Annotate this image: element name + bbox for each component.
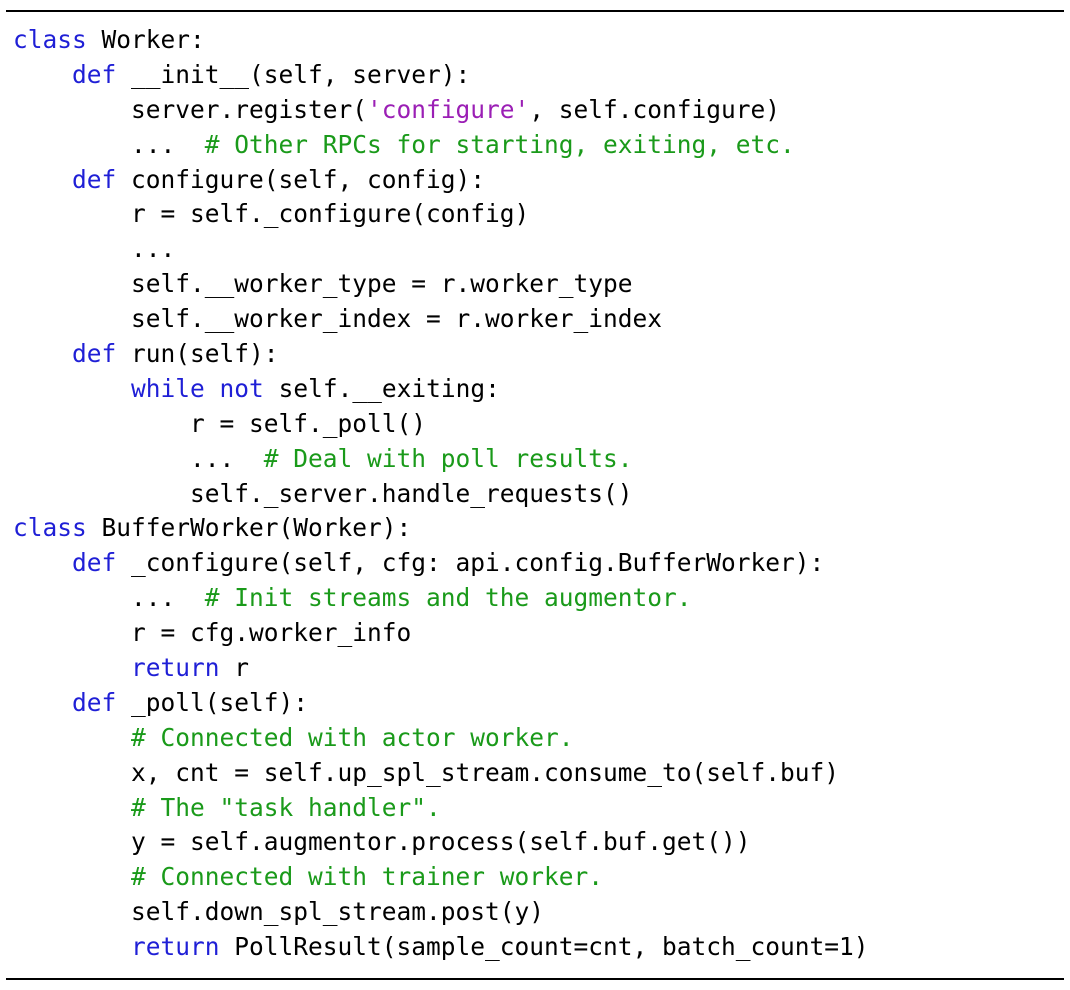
code-line: self._server.handle_requests(): [13, 477, 1063, 512]
code-text: , self.configure): [529, 94, 781, 124]
code-text: r = self._poll(): [13, 408, 427, 438]
code-text: [13, 862, 131, 891]
code-line: x, cnt = self.up_spl_stream.consume_to(s…: [13, 756, 1063, 791]
code-line: server.register('configure', self.config…: [13, 93, 1063, 128]
code-text: self.__exiting:: [263, 373, 500, 403]
code-line: ...: [13, 232, 1063, 267]
code-line: def _configure(self, cfg: api.config.Buf…: [13, 546, 1063, 581]
keyword-token: while: [131, 373, 205, 403]
code-line: return PollResult(sample_count=cnt, batc…: [13, 930, 1063, 965]
keyword-token: class: [13, 25, 87, 54]
code-line: # The "task handler".: [13, 791, 1063, 826]
code-text: self._server.handle_requests(): [13, 478, 633, 508]
code-text: Worker:: [86, 25, 205, 54]
code-line: ... # Deal with poll results.: [13, 442, 1063, 477]
code-text: [13, 165, 72, 194]
keyword-token: def: [72, 687, 117, 717]
comment-token: # Connected with trainer worker.: [131, 862, 604, 892]
code-text: [13, 374, 131, 403]
code-line: r = self._poll(): [13, 407, 1063, 442]
code-text: x, cnt = self.up_spl_stream.consume_to(s…: [13, 757, 840, 787]
code-text: [13, 688, 72, 717]
keyword-token: class: [13, 513, 87, 543]
keyword-token: def: [72, 59, 117, 89]
bottom-rule: [6, 978, 1064, 980]
code-text: _configure(self, cfg: api.config.BufferW…: [116, 548, 825, 578]
string-token: 'configure': [367, 94, 530, 124]
code-text: configure(self, config):: [116, 164, 486, 194]
keyword-token: not: [219, 373, 264, 403]
code-text: r: [219, 653, 250, 683]
comment-token: # Deal with poll results.: [263, 443, 633, 473]
comment-token: # Init streams and the augmentor.: [204, 583, 692, 613]
code-line: def run(self):: [13, 337, 1063, 372]
code-text: y = self.augmentor.process(self.buf.get(…: [13, 827, 751, 857]
code-line: # Connected with actor worker.: [13, 721, 1063, 756]
code-line: def configure(self, config):: [13, 163, 1063, 198]
code-text: [13, 793, 131, 822]
keyword-token: return: [131, 932, 220, 962]
code-text: ...: [13, 129, 205, 159]
code-text: self.down_spl_stream.post(y): [13, 897, 545, 927]
code-line: class Worker:: [13, 23, 1063, 58]
code-text: __init__(self, server):: [116, 59, 471, 89]
code-line: def _poll(self):: [13, 686, 1063, 721]
code-text: self.__worker_index = r.worker_index: [13, 304, 663, 334]
code-line: r = cfg.worker_info: [13, 616, 1063, 651]
comment-token: # The "task handler".: [131, 792, 441, 822]
code-line: def __init__(self, server):: [13, 58, 1063, 93]
keyword-token: def: [72, 548, 117, 578]
keyword-token: return: [131, 653, 220, 683]
code-text: r = self._configure(config): [13, 199, 530, 229]
code-text: [13, 339, 72, 368]
code-text: self.__worker_type = r.worker_type: [13, 269, 633, 299]
code-text: ...: [13, 443, 264, 473]
keyword-token: def: [72, 339, 117, 369]
comment-token: # Other RPCs for starting, exiting, etc.: [204, 129, 795, 159]
code-block: class Worker: def __init__(self, server)…: [13, 23, 1063, 965]
code-text: [13, 723, 131, 752]
code-text: [13, 932, 131, 961]
code-line: ... # Other RPCs for starting, exiting, …: [13, 128, 1063, 163]
code-line: r = self._configure(config): [13, 197, 1063, 232]
code-text: PollResult(sample_count=cnt, batch_count…: [219, 932, 869, 962]
code-text: ...: [13, 234, 176, 264]
code-text: run(self):: [116, 339, 279, 369]
code-text: [205, 374, 220, 403]
code-line: class BufferWorker(Worker):: [13, 511, 1063, 546]
code-line: y = self.augmentor.process(self.buf.get(…: [13, 825, 1063, 860]
code-line: ... # Init streams and the augmentor.: [13, 581, 1063, 616]
code-text: [13, 653, 131, 682]
code-text: server.register(: [13, 94, 368, 124]
keyword-token: def: [72, 164, 117, 194]
code-line: return r: [13, 651, 1063, 686]
comment-token: # Connected with actor worker.: [131, 722, 574, 752]
code-line: while not self.__exiting:: [13, 372, 1063, 407]
code-text: [13, 60, 72, 89]
code-text: _poll(self):: [116, 687, 309, 717]
code-line: self.down_spl_stream.post(y): [13, 895, 1063, 930]
code-text: r = cfg.worker_info: [13, 618, 412, 648]
code-line: self.__worker_type = r.worker_type: [13, 267, 1063, 302]
top-rule: [6, 10, 1064, 12]
code-line: self.__worker_index = r.worker_index: [13, 302, 1063, 337]
code-text: ...: [13, 583, 205, 613]
code-line: # Connected with trainer worker.: [13, 860, 1063, 895]
code-text: BufferWorker(Worker):: [86, 513, 412, 543]
code-text: [13, 548, 72, 577]
